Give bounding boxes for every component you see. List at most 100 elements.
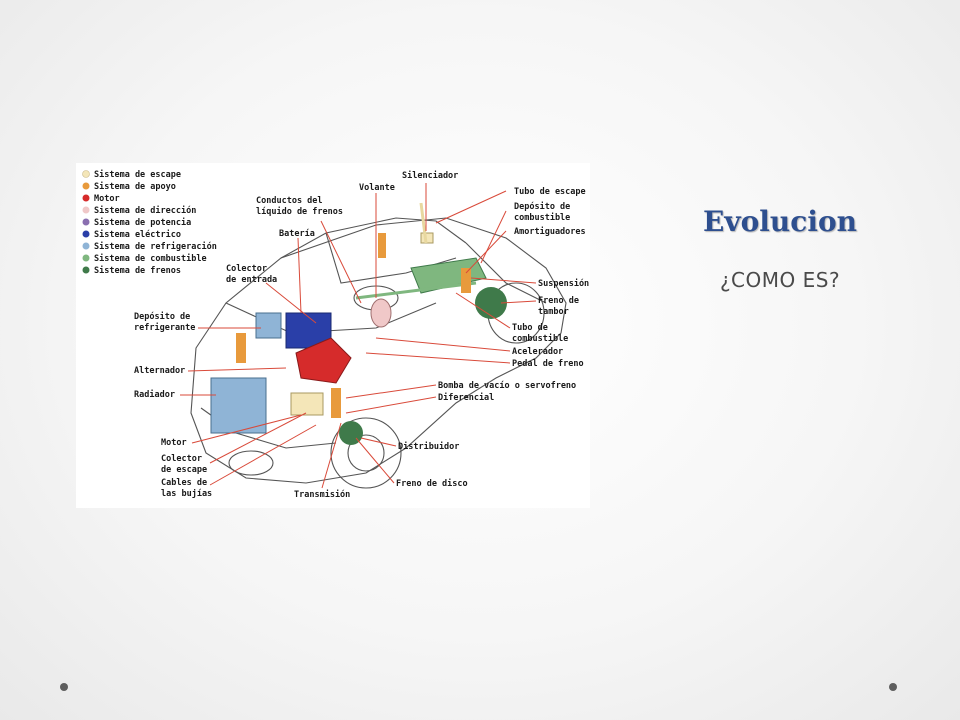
- radiator-shape: [210, 377, 267, 434]
- legend-swatch-frenos: [82, 266, 90, 274]
- line-bomba: [345, 384, 437, 399]
- rear-window: [465, 242, 547, 304]
- line-suspension: [470, 277, 537, 284]
- label-tubo-escape: Tubo de escape: [514, 187, 586, 197]
- label-tubo-comb-1: Tubo de: [512, 323, 548, 333]
- label-bomba: Bomba de vacío o servofreno: [438, 381, 576, 391]
- line-alternador: [187, 367, 287, 372]
- muffler-shape: [420, 232, 434, 244]
- line-colector-entrada: [265, 282, 317, 324]
- legend-label-electrico: Sistema eléctrico: [94, 229, 181, 240]
- slide-title: Evolucion: [703, 205, 857, 238]
- car-diagram-svg: Sistema de escape Sistema de apoyo Motor…: [82, 169, 589, 500]
- spring-rear-shape: [378, 233, 386, 258]
- label-silenciador: Silenciador: [402, 170, 458, 181]
- decorative-dot-right: [889, 683, 897, 691]
- label-amortiguadores: Amortiguadores: [514, 226, 586, 237]
- legend-swatch-potencia: [82, 218, 90, 226]
- line-distribuidor: [360, 437, 397, 447]
- line-conductos: [320, 220, 362, 304]
- label-freno-tambor-2: tambor: [538, 307, 569, 317]
- part-labels: Silenciador Volante Conductos del líquid…: [134, 170, 589, 500]
- fuel-tank-shape: [410, 257, 487, 294]
- label-acelerador: Acelerador: [512, 347, 563, 357]
- engine-shape: [295, 337, 352, 384]
- line-cables: [209, 424, 317, 486]
- line-freno-disco: [355, 437, 395, 484]
- spring-rear-right-shape: [461, 268, 471, 293]
- front-wheel-hub: [347, 434, 385, 472]
- line-motor: [191, 414, 302, 444]
- legend-swatch-direccion: [82, 206, 90, 214]
- legend-label-frenos: Sistema de frenos: [94, 265, 181, 276]
- label-tubo-comb-2: combustible: [512, 333, 568, 344]
- car-systems-diagram: Sistema de escape Sistema de apoyo Motor…: [76, 163, 590, 508]
- label-suspension: Suspensión: [538, 278, 589, 289]
- steering-column-shape: [370, 298, 392, 328]
- label-cables-2: las bujías: [161, 488, 212, 499]
- front-wheel: [330, 417, 402, 489]
- exhaust-pipe-shape: [419, 202, 428, 244]
- label-freno-disco: Freno de disco: [396, 478, 468, 489]
- label-freno-tambor-1: Freno de: [538, 296, 579, 306]
- slide-subtitle: ¿COMO ES?: [719, 268, 841, 292]
- legend-label-direccion: Sistema de dirección: [94, 205, 196, 216]
- legend-label-escape: Sistema de escape: [94, 169, 181, 180]
- line-colector-escape: [209, 412, 307, 464]
- label-radiador: Radiador: [134, 389, 175, 400]
- legend-label-combustible: Sistema de combustible: [94, 253, 207, 264]
- line-freno-tambor: [500, 300, 537, 304]
- label-deposito-comb-2: combustible: [514, 212, 570, 223]
- line-amortiguadores: [465, 230, 507, 274]
- legend-label-motor: Motor: [94, 194, 120, 204]
- label-deposito-refrig-2: refrigerante: [134, 322, 195, 333]
- roof-line: [280, 217, 467, 259]
- spring-front-shape: [331, 388, 341, 418]
- label-bateria: Batería: [279, 229, 315, 239]
- line-tubo-comb: [455, 292, 511, 329]
- spring-left-shape: [236, 333, 246, 363]
- legend-swatch-combustible: [82, 254, 90, 262]
- fuel-line-shape: [355, 281, 477, 300]
- label-volante: Volante: [359, 183, 395, 193]
- legend-swatch-escape: [82, 170, 90, 178]
- legend-swatch-apoyo: [82, 182, 90, 190]
- label-colector-escape-2: de escape: [161, 465, 207, 475]
- exhaust-manifold-shape: [290, 392, 324, 416]
- label-transmision: Transmisión: [294, 489, 350, 500]
- line-diferencial: [345, 396, 437, 414]
- line-transmision: [321, 422, 342, 489]
- legend-swatch-motor: [82, 194, 90, 202]
- legend-swatch-electrico: [82, 230, 90, 238]
- leader-lines: [180, 183, 537, 489]
- label-conductos-2: líquido de frenos: [256, 206, 343, 217]
- coolant-tank-shape: [255, 312, 282, 339]
- legend-label-apoyo: Sistema de apoyo: [94, 181, 176, 192]
- label-distribuidor: Distribuidor: [398, 441, 459, 452]
- label-motor: Motor: [161, 438, 187, 448]
- label-diferencial: Diferencial: [438, 392, 494, 403]
- car-body: [190, 217, 567, 489]
- legend-label-potencia: Sistema de potencia: [94, 217, 191, 228]
- line-deposito-comb: [480, 210, 507, 264]
- label-colector-entrada-2: de entrada: [226, 275, 277, 285]
- legend-swatch-refrigeracion: [82, 242, 90, 250]
- line-acelerador: [375, 337, 511, 352]
- label-deposito-refrig-1: Depósito de: [134, 311, 190, 322]
- label-pedal-freno: Pedal de freno: [512, 359, 584, 369]
- legend-label-refrigeracion: Sistema de refrigeración: [94, 241, 217, 252]
- decorative-dot-left: [60, 683, 68, 691]
- legend: Sistema de escape Sistema de apoyo Motor…: [82, 169, 217, 276]
- line-bateria: [297, 237, 302, 314]
- label-cables-1: Cables de: [161, 478, 207, 488]
- line-tubo-escape: [435, 190, 507, 224]
- line-pedal-freno: [365, 352, 511, 364]
- label-deposito-comb-1: Depósito de: [514, 201, 570, 212]
- label-alternador: Alternador: [134, 366, 185, 376]
- headlight-left: [228, 450, 274, 476]
- label-colector-escape-1: Colector: [161, 454, 202, 464]
- components: [210, 202, 507, 445]
- label-colector-entrada-1: Colector: [226, 264, 267, 274]
- label-conductos-1: Conductos del: [256, 196, 323, 206]
